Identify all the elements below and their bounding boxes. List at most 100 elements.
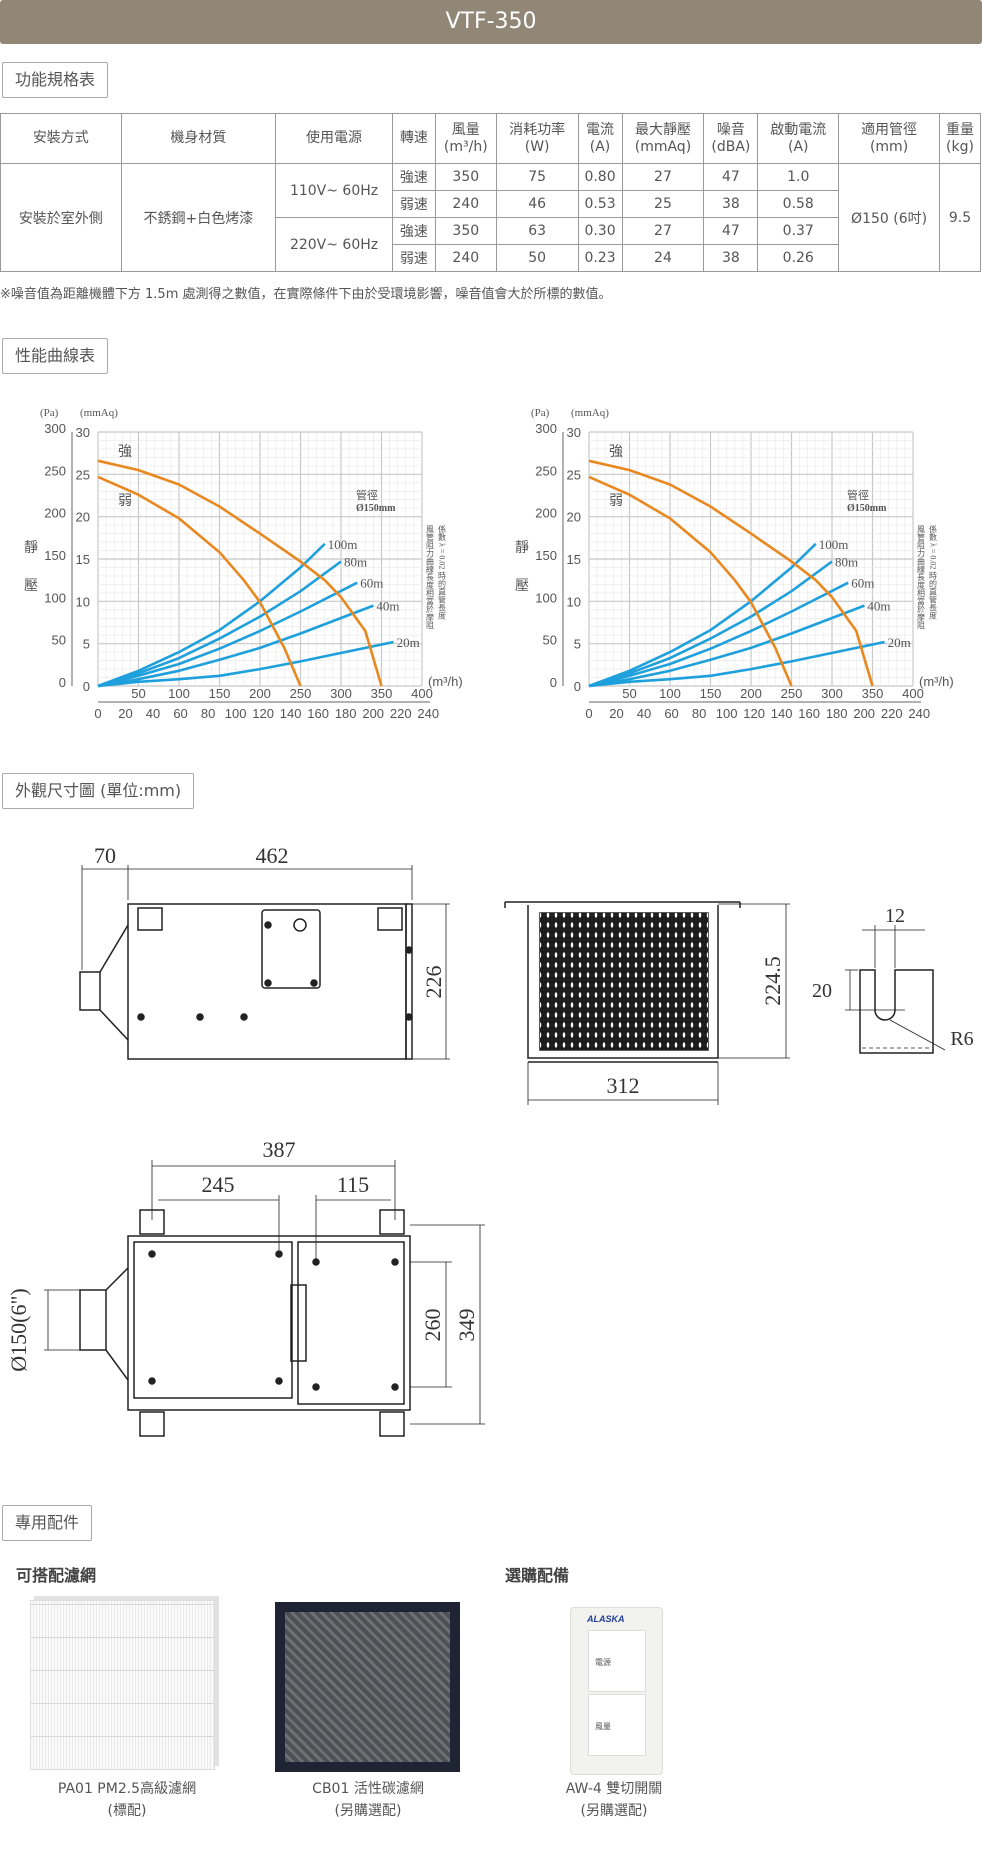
start-amps-cell: 0.26 [757,244,840,272]
x2-tick: 0 [585,706,592,721]
x-tick: 300 [330,686,352,701]
y-tick-pa: 300 [44,421,66,436]
pipe-size: Ø150mm [847,503,887,514]
y-tick-mmaq: 30 [76,425,90,440]
install-cell: 安裝於室外側 [0,163,122,272]
pipe-label: 管徑 [847,488,869,502]
slot-detail-drawing [845,925,946,1054]
y-unit-mmaq: (mmAq) [571,407,609,419]
x2-tick: 180 [826,706,848,721]
x2-tick: 160 [307,706,329,721]
fan-curve-high [588,459,874,687]
accessory-note: (另購選配) [334,1803,402,1819]
x-tick: 100 [168,686,190,701]
y-label-char: 壓 [24,578,38,594]
side-note: 係數 λ = 0.02 時的直管長度 [438,525,447,620]
pipe-size: Ø150mm [356,503,396,514]
spec-table: 安裝方式機身材質使用電源轉速風量(m³/h)消耗功率(W)電流(A)最大靜壓(m… [0,113,982,272]
duct-curve-100m [588,542,817,688]
y-tick-mmaq: 20 [567,510,581,525]
x2-tick: 140 [771,706,793,721]
dimension-drawings: 70 462 226 224.5 312 12 20 R6 3 [6,843,974,1437]
duct-curve-label: 40m [867,599,890,614]
x2-tick: 240 [908,706,930,721]
column-header: 電流(A) [577,113,623,164]
column-header-line: 啟動電流 [770,121,827,138]
bottom-view-drawing [44,1160,485,1437]
x-tick: 50 [131,686,145,701]
duct-curve-60m [97,581,358,688]
aw4-switch-image: ALASKA 電源 風量 [570,1607,663,1775]
y-tick-mmaq: 10 [567,594,581,609]
y-tick-mmaq: 5 [574,637,581,652]
y-tick-mmaq: 15 [76,552,90,567]
column-header: 機身材質 [120,113,277,164]
accessory-note: (標配) [107,1803,147,1819]
y-tick-pa: 50 [52,633,66,648]
x2-tick: 0 [94,706,101,721]
pipe-label: 管徑 [356,488,378,502]
weight-cell: 9.5 [938,163,982,272]
column-header-line: (mm) [869,138,909,155]
material-cell: 不銹鋼+白色烤漆 [120,163,277,272]
y-tick-pa: 200 [535,506,557,521]
y-tick-pa: 250 [44,463,66,478]
noise-cell: 38 [703,244,759,272]
x-tick: 400 [411,686,433,701]
duct-curve-label: 60m [851,576,874,591]
column-header: 啟動電流(A) [757,113,840,164]
column-header-line: (dBA) [711,138,751,155]
accessory-name: AW-4 雙切開關 [565,1781,663,1797]
column-header-line: (A) [589,138,611,155]
x2-tick: 180 [335,706,357,721]
duct-curve-60m [588,581,849,688]
y-tick-pa: 0 [59,675,66,690]
duct-curve-40m [588,604,865,688]
x-tick: 150 [209,686,231,701]
x2-tick: 20 [118,706,132,721]
x2-tick: 20 [609,706,623,721]
y-tick-mmaq: 25 [567,467,581,482]
pressure-cell: 27 [621,163,705,191]
x-tick: 200 [249,686,271,701]
product-title: VTF-350 [445,9,537,34]
x-tick: 200 [740,686,762,701]
x-tick: 300 [821,686,843,701]
column-header: 適用管徑(mm) [838,113,940,164]
duct-curve-20m [97,640,394,688]
amps-cell: 0.53 [577,190,623,218]
x2-tick: 80 [692,706,706,721]
x-tick: 400 [902,686,924,701]
column-header-line: (m³/h) [443,138,488,155]
y-tick-mmaq: 15 [567,552,581,567]
options-heading: 選購配備 [505,1566,570,1585]
side-note: 係數 λ = 0.02 時的直管長度 [929,525,938,620]
dim-front-width: 312 [607,1073,640,1098]
speed-cell: 強速 [391,217,436,245]
y-tick-pa: 250 [535,463,557,478]
x2-tick: 220 [881,706,903,721]
column-header-line: 電流 [586,121,615,138]
fan-curve-label: 弱 [118,494,132,509]
duct-curve-100m [97,542,326,688]
x2-tick: 200 [362,706,384,721]
y-tick-mmaq: 5 [83,637,90,652]
x-tick: 50 [622,686,636,701]
column-header-line: 適用管徑 [861,121,918,138]
watts-cell: 63 [495,217,579,245]
column-header-line: 安裝方式 [32,130,89,147]
dim-body-length: 462 [256,843,289,868]
column-header-line: 重量 [945,121,974,138]
section-accessories-title: 專用配件 [2,1505,93,1541]
accessory-name: PA01 PM2.5高級濾網 [57,1781,197,1797]
section-curves-title: 性能曲線表 [2,338,109,374]
x2-tick: 80 [201,706,215,721]
duct-curve-label: 20m [397,635,420,650]
dim-inner-width: 260 [420,1309,445,1342]
fan-curve-low [588,475,793,687]
accessory-caption-pa01: PA01 PM2.5高級濾網 (標配) [17,1778,237,1822]
side-note: 風管阻力曲線長度相當於摩阻 [917,525,926,630]
